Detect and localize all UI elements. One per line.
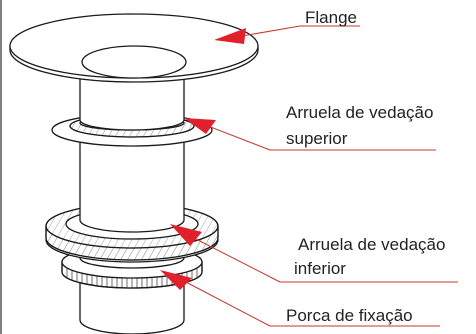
upper-washer-pointer: [184, 118, 436, 151]
lower-washer-pointer: [170, 224, 458, 283]
upper-seal-washer-label-line1: Arruela de vedação: [286, 103, 434, 122]
drain-flange: [9, 13, 259, 83]
upper-seal-washer-label-line2: superior: [286, 129, 348, 148]
arrow-pointer: [160, 270, 192, 290]
lower-seal-washer-label-line1: Arruela de vedação: [298, 235, 446, 254]
arrow-pointer: [214, 28, 246, 44]
drain-middle-tube: [79, 139, 185, 233]
nut-pointer: [160, 270, 440, 327]
fixing-nut-label: Porca de fixação: [286, 306, 413, 325]
flange-pointer: [214, 25, 360, 44]
arrow-pointer: [184, 118, 216, 134]
flange-label: Flange: [305, 8, 357, 27]
arrow-pointer: [170, 224, 202, 246]
lower-seal-washer-label-line2: inferior: [294, 259, 346, 278]
